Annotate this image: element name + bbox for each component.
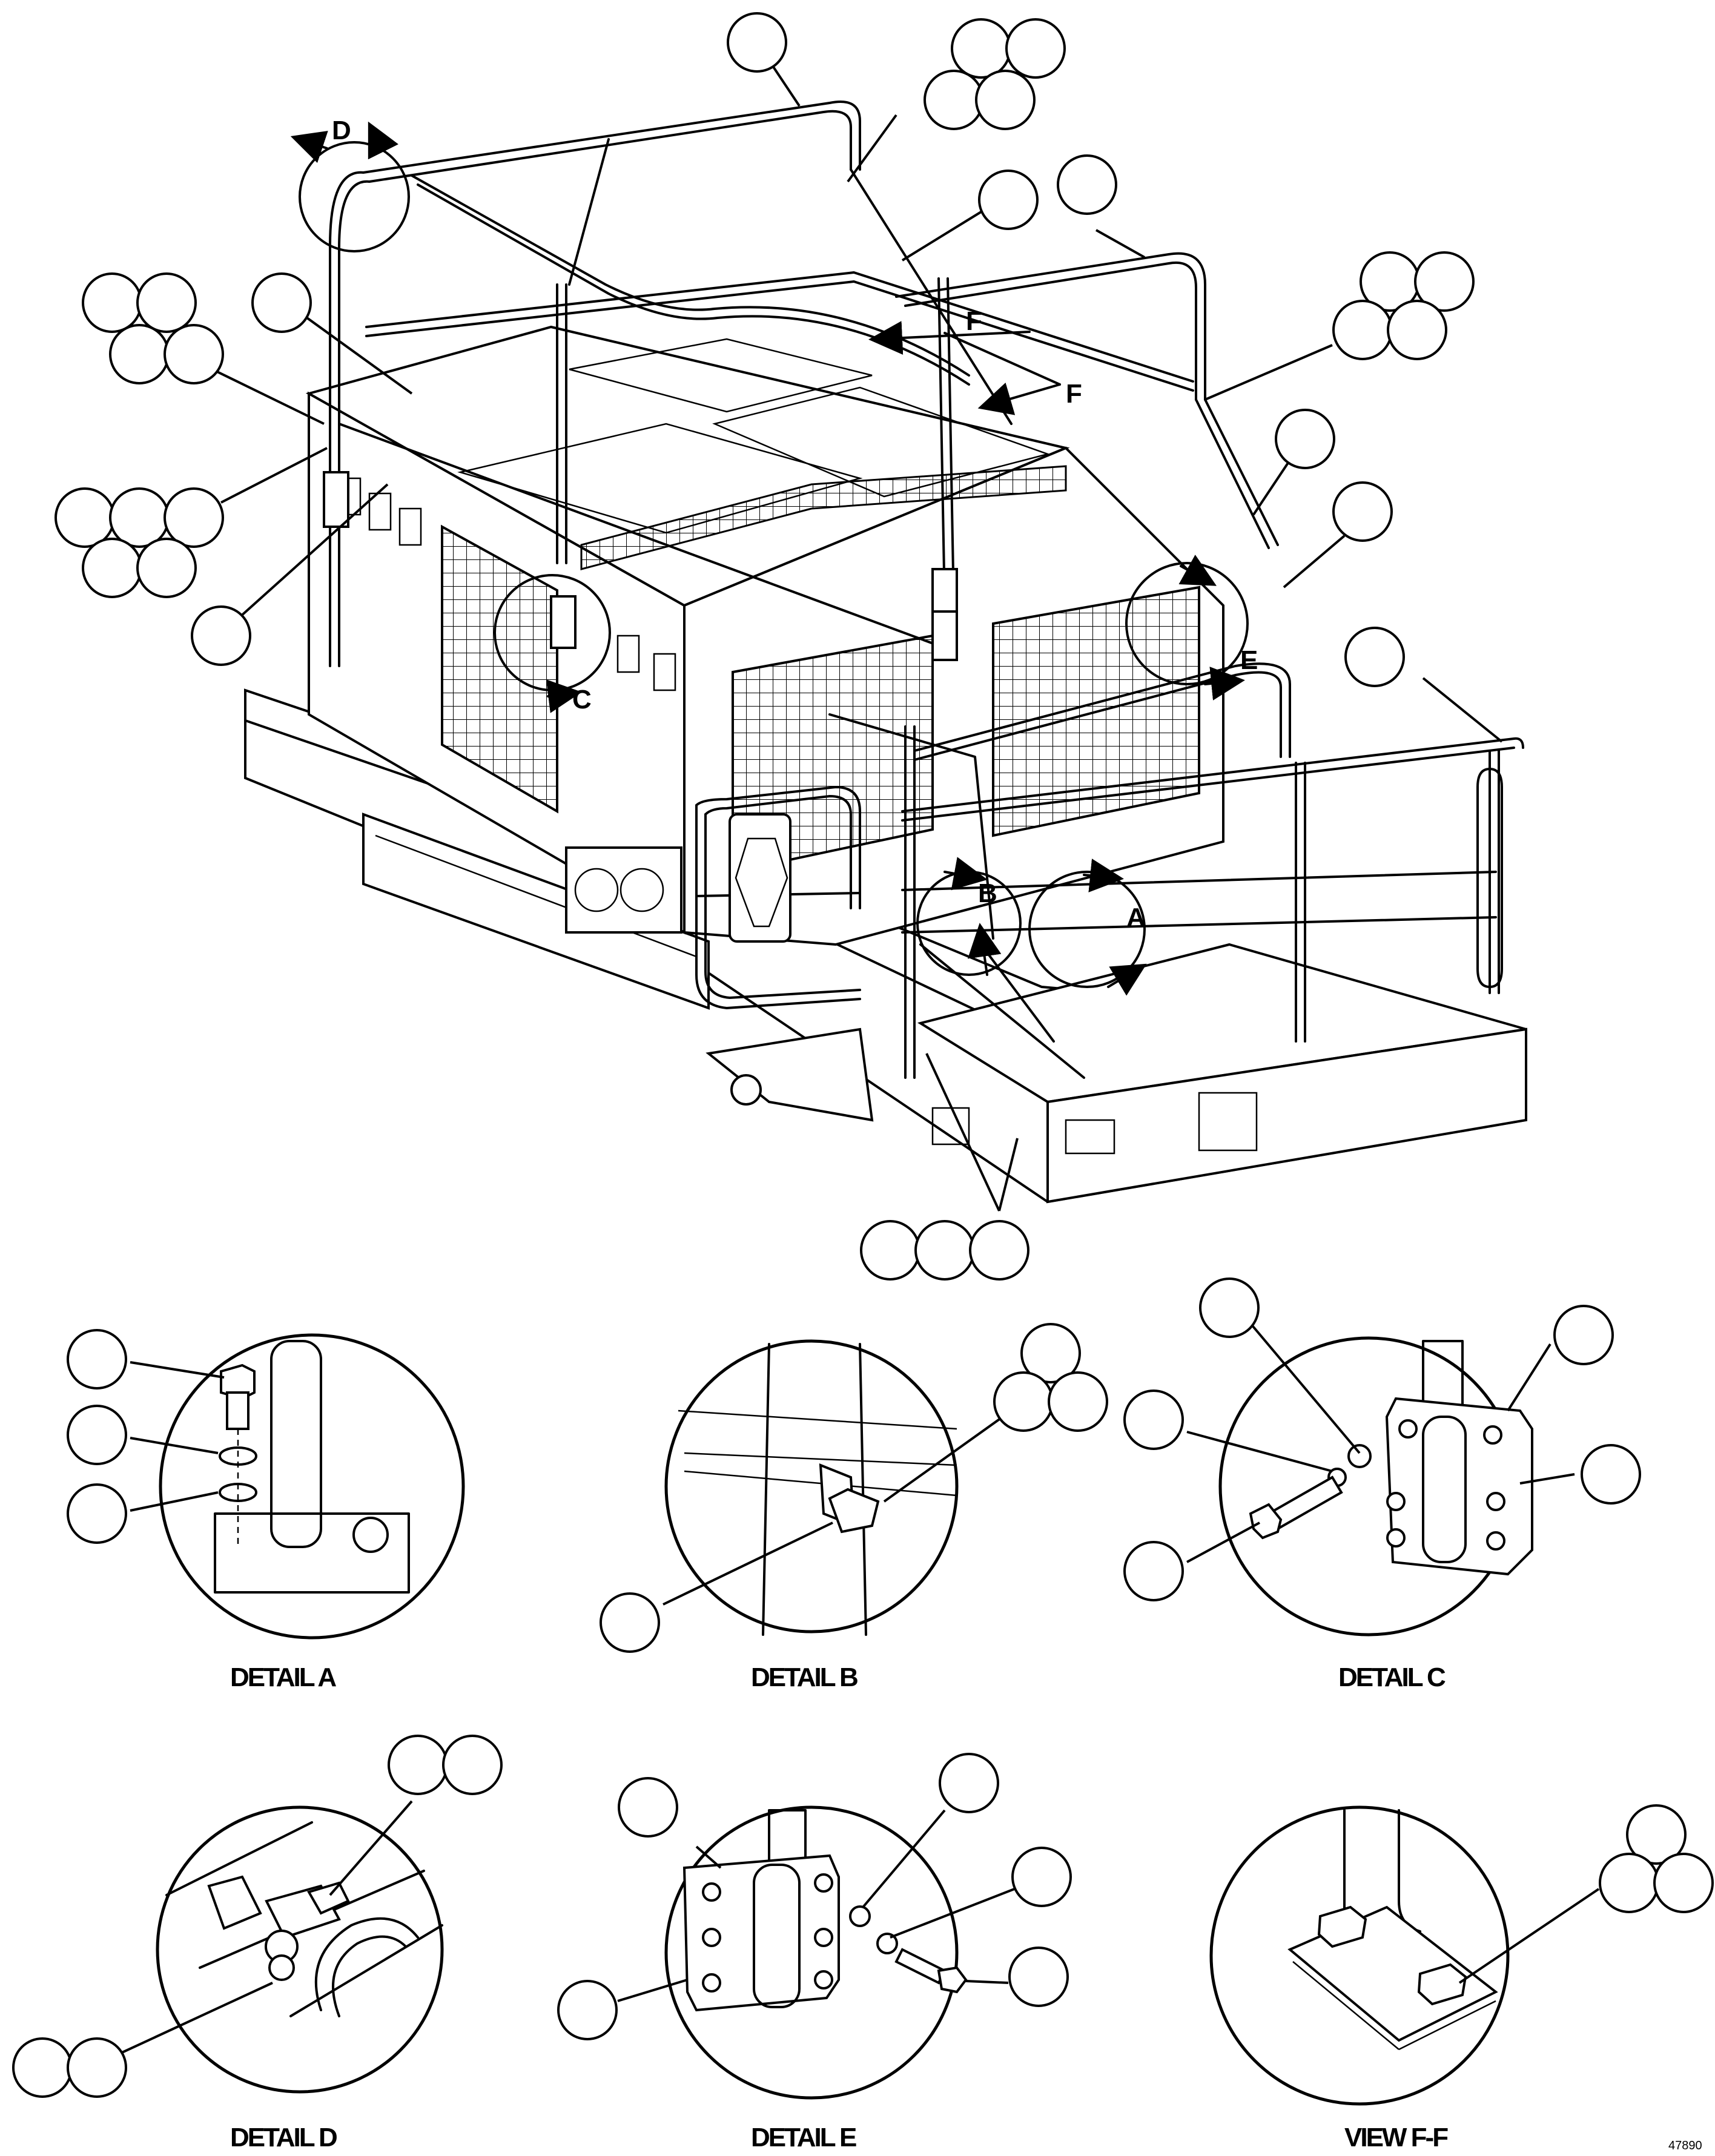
item-balloon: [1275, 409, 1335, 469]
side-grille: [441, 524, 558, 814]
view-letter: B: [978, 879, 997, 908]
item-balloon: [67, 1329, 127, 1390]
item-balloon: [67, 1483, 127, 1544]
item-balloon: [1332, 481, 1393, 542]
view-letter: A: [1126, 903, 1146, 932]
control-box: [565, 846, 682, 934]
item-balloon: [924, 70, 984, 130]
item-balloon: [939, 1753, 999, 1813]
item-balloon: [1199, 1277, 1260, 1338]
item-balloon: [951, 18, 1011, 79]
main-view-balloons: [55, 12, 1503, 1281]
item-balloon: [600, 1592, 660, 1653]
view-letter: F: [966, 306, 982, 336]
detail-e: DETAIL E: [557, 1753, 1072, 2152]
main-assembly-view: [244, 101, 1527, 1204]
item-balloon: [136, 538, 197, 598]
detail-b-caption: DETAIL B: [751, 1663, 858, 1692]
item-balloon: [164, 324, 224, 384]
item-balloon: [136, 272, 197, 333]
item-balloon: [1332, 300, 1393, 360]
item-balloon: [914, 1220, 975, 1281]
item-balloon: [1123, 1390, 1184, 1450]
item-balloon: [164, 487, 224, 548]
tow-hitch: [705, 1027, 874, 1122]
plug-housing: [729, 813, 791, 943]
view-letter: F: [1066, 379, 1082, 409]
item-balloon: [975, 70, 1036, 130]
hinge-bracket: [931, 568, 958, 619]
view-letter: D: [332, 116, 351, 145]
item-balloon: [557, 1980, 618, 2040]
detail-d: DETAIL D: [12, 1735, 503, 2152]
item-balloon: [1599, 1853, 1659, 1913]
item-balloon: [67, 2037, 127, 2098]
item-balloon: [978, 170, 1039, 230]
item-balloon: [1626, 1804, 1687, 1865]
document-number: 47890: [1668, 2139, 1702, 2152]
detail-a-caption: DETAIL A: [230, 1663, 336, 1692]
item-balloon: [82, 538, 142, 598]
view-letter: E: [1240, 645, 1258, 675]
item-balloon: [1048, 1371, 1108, 1432]
item-balloon: [1344, 627, 1405, 687]
item-balloon: [1020, 1323, 1081, 1383]
item-balloon: [618, 1777, 678, 1838]
item-balloon: [1653, 1853, 1714, 1913]
view-f-f: VIEW F-F: [1209, 1804, 1714, 2152]
item-balloon: [1011, 1847, 1072, 1907]
item-balloon: [1387, 300, 1447, 360]
item-balloon: [1581, 1444, 1641, 1505]
item-balloon: [109, 487, 170, 548]
item-balloon: [12, 2037, 73, 2098]
front-grille-left: [732, 634, 934, 874]
item-balloon: [388, 1735, 448, 1795]
detail-callout-circles: D C B A E F F: [290, 116, 1258, 996]
item-balloon: [82, 272, 142, 333]
view-letter: C: [572, 685, 592, 714]
item-balloon: [442, 1735, 503, 1795]
detail-d-caption: DETAIL D: [230, 2123, 337, 2152]
item-balloon: [1553, 1305, 1614, 1365]
item-balloon: [1123, 1541, 1184, 1601]
view-f-f-caption: VIEW F-F: [1344, 2123, 1448, 2152]
item-balloon: [67, 1405, 127, 1465]
detail-e-caption: DETAIL E: [751, 2123, 856, 2152]
item-balloon: [969, 1220, 1029, 1281]
top-mesh-strip: [580, 465, 1067, 570]
item-balloon: [251, 272, 312, 333]
detail-b: DETAIL B: [600, 1323, 1108, 1692]
item-balloon: [55, 487, 115, 548]
item-balloon: [860, 1220, 920, 1281]
detail-a: DETAIL A: [67, 1329, 465, 1692]
item-balloon: [1414, 251, 1475, 312]
platform-front-plate: [1046, 1027, 1527, 1204]
item-balloon: [727, 12, 787, 73]
item-balloon: [1005, 18, 1066, 79]
item-balloon: [109, 324, 170, 384]
item-balloon: [1008, 1947, 1069, 2007]
detail-c-caption: DETAIL C: [1338, 1663, 1446, 1692]
item-balloon: [1057, 154, 1117, 215]
item-balloon: [191, 605, 251, 666]
item-balloon: [993, 1371, 1054, 1432]
detail-c: DETAIL C: [1123, 1277, 1641, 1692]
